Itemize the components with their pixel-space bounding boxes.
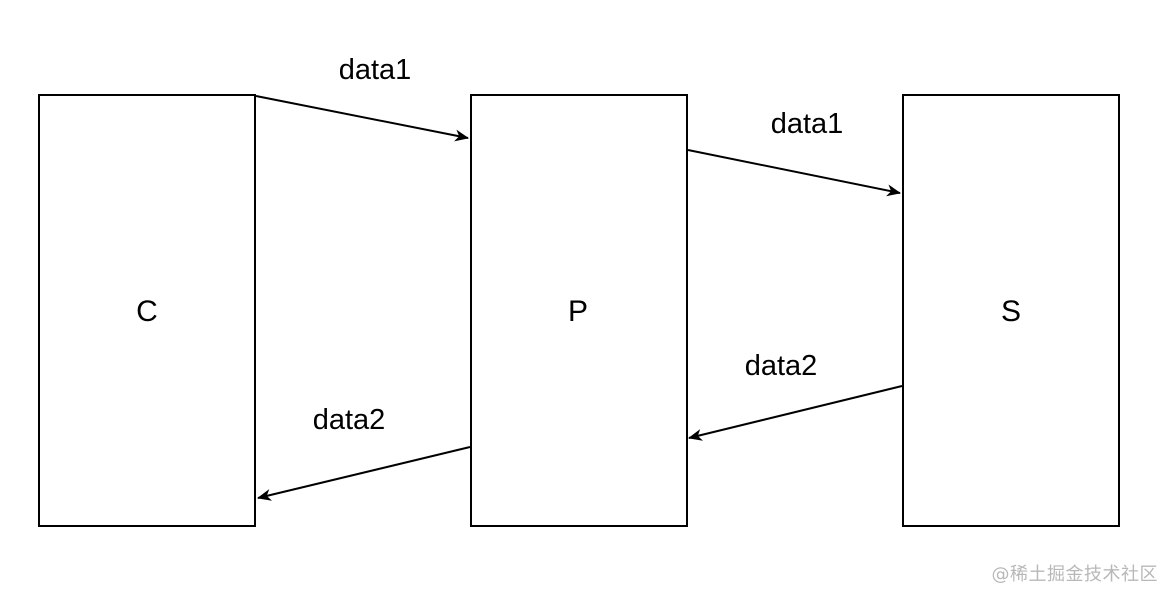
node-c-box <box>38 94 256 527</box>
edge-s-to-p-label: data2 <box>745 350 818 382</box>
edge-p-to-c: data2 <box>257 404 471 501</box>
edge-s-to-p-arrow <box>688 385 903 441</box>
edge-s-to-p: data2 <box>688 350 903 441</box>
edge-c-to-p-arrow <box>255 95 469 142</box>
edge-p-to-s: data1 <box>687 108 901 197</box>
node-c: C <box>38 94 256 527</box>
edge-p-to-c-arrow <box>257 446 471 501</box>
node-p-label: P <box>568 295 588 328</box>
edge-p-to-c-label: data2 <box>313 404 386 436</box>
node-s: S <box>902 94 1120 527</box>
edge-c-to-p: data1 <box>255 54 469 142</box>
node-s-label: S <box>1001 295 1021 328</box>
edge-c-to-p-label: data1 <box>339 54 412 86</box>
edge-p-to-s-arrow <box>687 149 901 197</box>
node-p: P <box>470 94 688 527</box>
edge-p-to-s-label: data1 <box>771 108 844 140</box>
node-p-box <box>470 94 688 527</box>
node-c-label: C <box>136 295 158 328</box>
watermark: @稀土掘金技术社区 <box>991 564 1158 585</box>
node-s-box <box>902 94 1120 527</box>
